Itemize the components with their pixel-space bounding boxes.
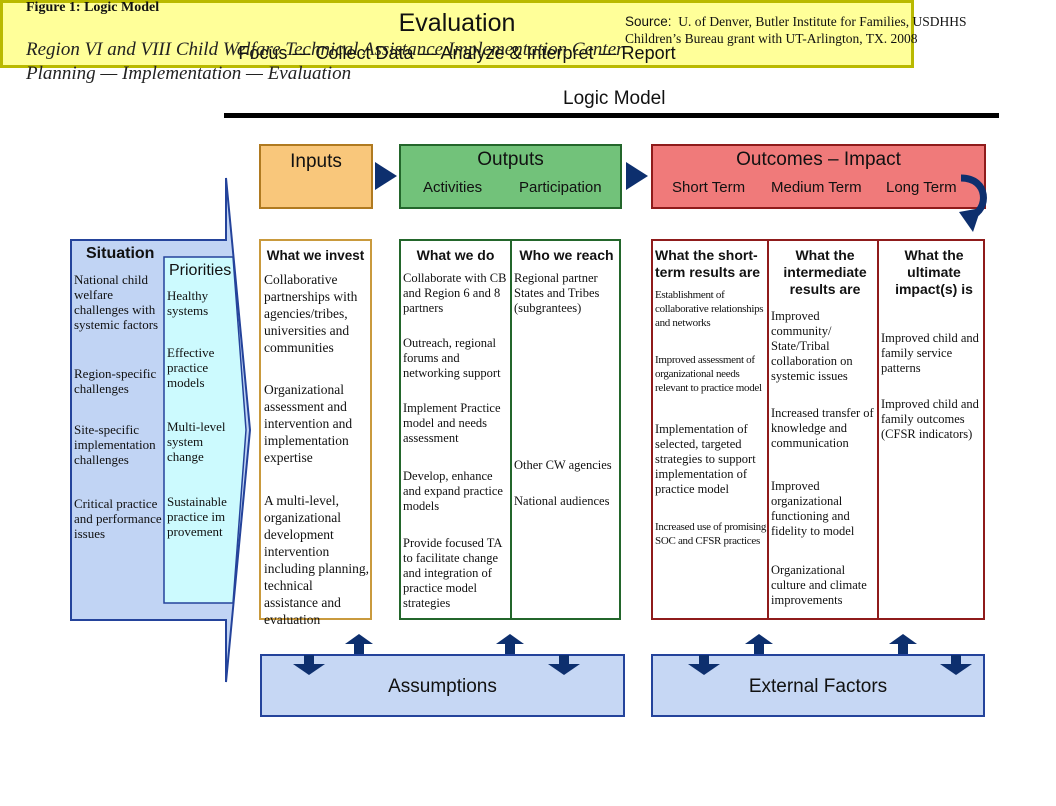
activities-label: Activities bbox=[423, 179, 483, 196]
short-result-item: Establishment of collaborative relations… bbox=[655, 289, 764, 329]
up-arrow-icon bbox=[745, 634, 773, 644]
ultimate-impact-item: Improved child and family service patter… bbox=[881, 331, 979, 375]
arrow-stem bbox=[699, 655, 709, 665]
invest-item: Collaborative partnerships with agencies… bbox=[264, 272, 358, 355]
arrow-stem bbox=[304, 655, 314, 665]
source-citation: Source: U. of Denver, Butler Institute f… bbox=[625, 13, 966, 47]
arrow-stem bbox=[354, 644, 364, 654]
arrow-stem bbox=[754, 644, 764, 654]
outputs-body: What we do Who we reach Collaborate with… bbox=[399, 239, 621, 620]
short-result-item: Implementation of selected, targeted str… bbox=[655, 422, 756, 496]
outcomes-header: Outcomes – Impact Short Term Medium Term… bbox=[651, 144, 986, 209]
figure-label: Figure 1: Logic Model bbox=[26, 0, 160, 15]
inputs-header: Inputs bbox=[259, 144, 373, 209]
source-line-1: U. of Denver, Butler Institute for Famil… bbox=[678, 14, 967, 29]
intermediate-result-item: Improved organizational functioning and … bbox=[771, 479, 855, 538]
evaluation-title: Evaluation bbox=[398, 9, 516, 37]
intermediate-result-item: Increased transfer of knowledge and comm… bbox=[771, 406, 874, 450]
situation-item: Region-specific challenges bbox=[74, 366, 157, 396]
intermediate-result-item: Improved community/ State/Tribal collabo… bbox=[771, 309, 853, 383]
do-item: Provide focused TA to facilitate change … bbox=[403, 536, 502, 610]
participation-label: Participation bbox=[519, 179, 602, 196]
situation-item: Site-specific implementation challenges bbox=[74, 422, 156, 467]
do-item: Develop, enhance and expand practice mod… bbox=[403, 469, 503, 513]
priorities-item: Healthy systems bbox=[167, 288, 209, 318]
evaluation-bar: Evaluation Focus — Collect Data — Analyz… bbox=[0, 0, 914, 68]
situation-item: National child welfare challenges with s… bbox=[74, 272, 159, 332]
do-item: Outreach, regional forums and networking… bbox=[403, 336, 501, 380]
reach-item: Regional partner States and Tribes (subg… bbox=[514, 271, 600, 315]
medium-term-label: Medium Term bbox=[771, 179, 862, 196]
invest-item: A multi-level, organizational developmen… bbox=[264, 493, 369, 627]
medium-long-divider bbox=[877, 241, 879, 618]
priorities-item: Sustainable practice improvement bbox=[167, 494, 227, 539]
outcomes-title: Outcomes – Impact bbox=[736, 149, 901, 170]
down-arrow-icon bbox=[688, 664, 720, 675]
reach-item: National audiences bbox=[514, 494, 610, 508]
up-arrow-icon bbox=[345, 634, 373, 644]
priorities-item: Effective practice models bbox=[167, 345, 215, 390]
inputs-to-outputs-arrow bbox=[375, 162, 397, 190]
title-line-2: Planning — Implementation — Evaluation bbox=[26, 63, 352, 84]
inputs-title: Inputs bbox=[290, 151, 342, 172]
outputs-to-outcomes-arrow bbox=[626, 162, 648, 190]
short-result-item: Improved assessment of organizational ne… bbox=[655, 354, 762, 394]
priorities-item: Multi-level system change bbox=[167, 419, 226, 464]
long-term-label: Long Term bbox=[886, 179, 957, 196]
down-arrow-icon bbox=[293, 664, 325, 675]
do-title: What we do bbox=[416, 247, 495, 263]
title-line-1: Region VI and VIII Child Welfare Technic… bbox=[26, 39, 624, 60]
short-medium-divider bbox=[767, 241, 769, 618]
invest-title: What we invest bbox=[266, 248, 365, 263]
invest-item: Organizational assessment and interventi… bbox=[264, 382, 353, 465]
up-arrow-icon bbox=[889, 634, 917, 644]
short-result-item: Increased use of promising SOC and CFSR … bbox=[655, 521, 767, 547]
intermediate-result-item: Organizational culture and climate impro… bbox=[771, 563, 867, 607]
external-factors-label: External Factors bbox=[748, 676, 888, 697]
down-arrow-icon bbox=[940, 664, 972, 675]
logic-model-heading: Logic Model bbox=[563, 88, 666, 109]
arrow-stem bbox=[898, 644, 908, 654]
short-results-title-line-2: term results are bbox=[655, 264, 761, 280]
curved-down-arrow bbox=[959, 174, 987, 232]
heading-rule bbox=[224, 113, 999, 118]
up-arrow-icon bbox=[496, 634, 524, 644]
arrow-stem bbox=[559, 655, 569, 665]
situation-priorities-arrow bbox=[70, 177, 252, 683]
situation-title: Situation bbox=[86, 245, 155, 262]
outputs-divider bbox=[510, 241, 512, 618]
reach-item: Other CW agencies bbox=[514, 458, 612, 472]
arrow-stem bbox=[951, 655, 961, 665]
evaluation-subtitle: Focus — Collect Data — Analyze & Interpr… bbox=[238, 43, 676, 63]
intermediate-results-title: What the intermediate results are bbox=[783, 247, 867, 297]
source-line-2: Children’s Bureau grant with UT-Arlingto… bbox=[625, 31, 918, 46]
priorities-title: Priorities bbox=[169, 262, 232, 279]
source-label: Source: bbox=[625, 14, 672, 29]
outputs-header: Outputs Activities Participation bbox=[399, 144, 622, 209]
short-results-title-line-1: What the short- bbox=[655, 247, 758, 263]
outcomes-body: What the short- term results are What th… bbox=[651, 239, 985, 620]
outputs-title: Outputs bbox=[477, 149, 544, 170]
inputs-body: What we invest Collaborative partnership… bbox=[259, 239, 372, 627]
do-item: Implement Practice model and needs asses… bbox=[403, 401, 501, 445]
assumptions-label: Assumptions bbox=[388, 676, 497, 697]
short-term-label: Short Term bbox=[672, 179, 746, 196]
situation-item: Critical practice and performance issues bbox=[74, 496, 162, 541]
do-item: Collaborate with CB and Region 6 and 8 p… bbox=[403, 271, 507, 315]
down-arrow-icon bbox=[548, 664, 580, 675]
ultimate-impact-title: What the ultimate impact(s) is bbox=[895, 247, 973, 297]
page-title: Region VI and VIII Child Welfare Technic… bbox=[26, 38, 624, 86]
short-results-title: What the short- term results are bbox=[655, 247, 767, 281]
reach-title: Who we reach bbox=[519, 247, 614, 263]
ultimate-impact-item: Improved child and family outcomes (CFSR… bbox=[881, 397, 979, 441]
arrow-stem bbox=[505, 644, 515, 654]
